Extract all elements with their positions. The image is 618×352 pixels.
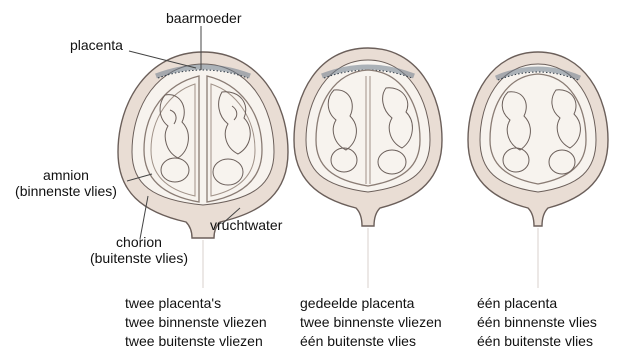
caption-line: twee placenta's xyxy=(125,294,267,313)
caption-line: twee binnenste vliezen xyxy=(300,313,442,332)
caption-line: één buitenste vlies xyxy=(477,332,597,351)
label-chorion-line2: (buitenste vlies) xyxy=(76,250,202,266)
label-fluid: vruchtwater xyxy=(210,217,282,233)
label-amnion-line2: (binnenste vlies) xyxy=(4,183,128,199)
caption-line: twee binnenste vliezen xyxy=(125,313,267,332)
label-chorion: chorion (buitenste vlies) xyxy=(76,234,202,266)
caption-line: gedeelde placenta xyxy=(300,294,442,313)
uterus-monochorionic-diamniotic xyxy=(294,48,442,226)
uterus-monochorionic-monoamniotic xyxy=(468,52,608,226)
label-amnion-line1: amnion xyxy=(4,167,128,183)
caption-monochorionic-monoamniotic: één placenta één binnenste vlies één bui… xyxy=(477,294,597,351)
caption-line: twee buitenste vliezen xyxy=(125,332,267,351)
guide-lines xyxy=(203,228,538,288)
uterus-dichorionic xyxy=(118,52,288,238)
caption-line: één buitenste vlies xyxy=(300,332,442,351)
caption-monochorionic-diamniotic: gedeelde placenta twee binnenste vliezen… xyxy=(300,294,442,351)
label-placenta: placenta xyxy=(70,37,123,53)
caption-line: één binnenste vlies xyxy=(477,313,597,332)
caption-dichorionic: twee placenta's twee binnenste vliezen t… xyxy=(125,294,267,351)
label-chorion-line1: chorion xyxy=(76,234,202,250)
label-amnion: amnion (binnenste vlies) xyxy=(4,167,128,199)
caption-line: één placenta xyxy=(477,294,597,313)
label-uterus: baarmoeder xyxy=(166,10,242,26)
